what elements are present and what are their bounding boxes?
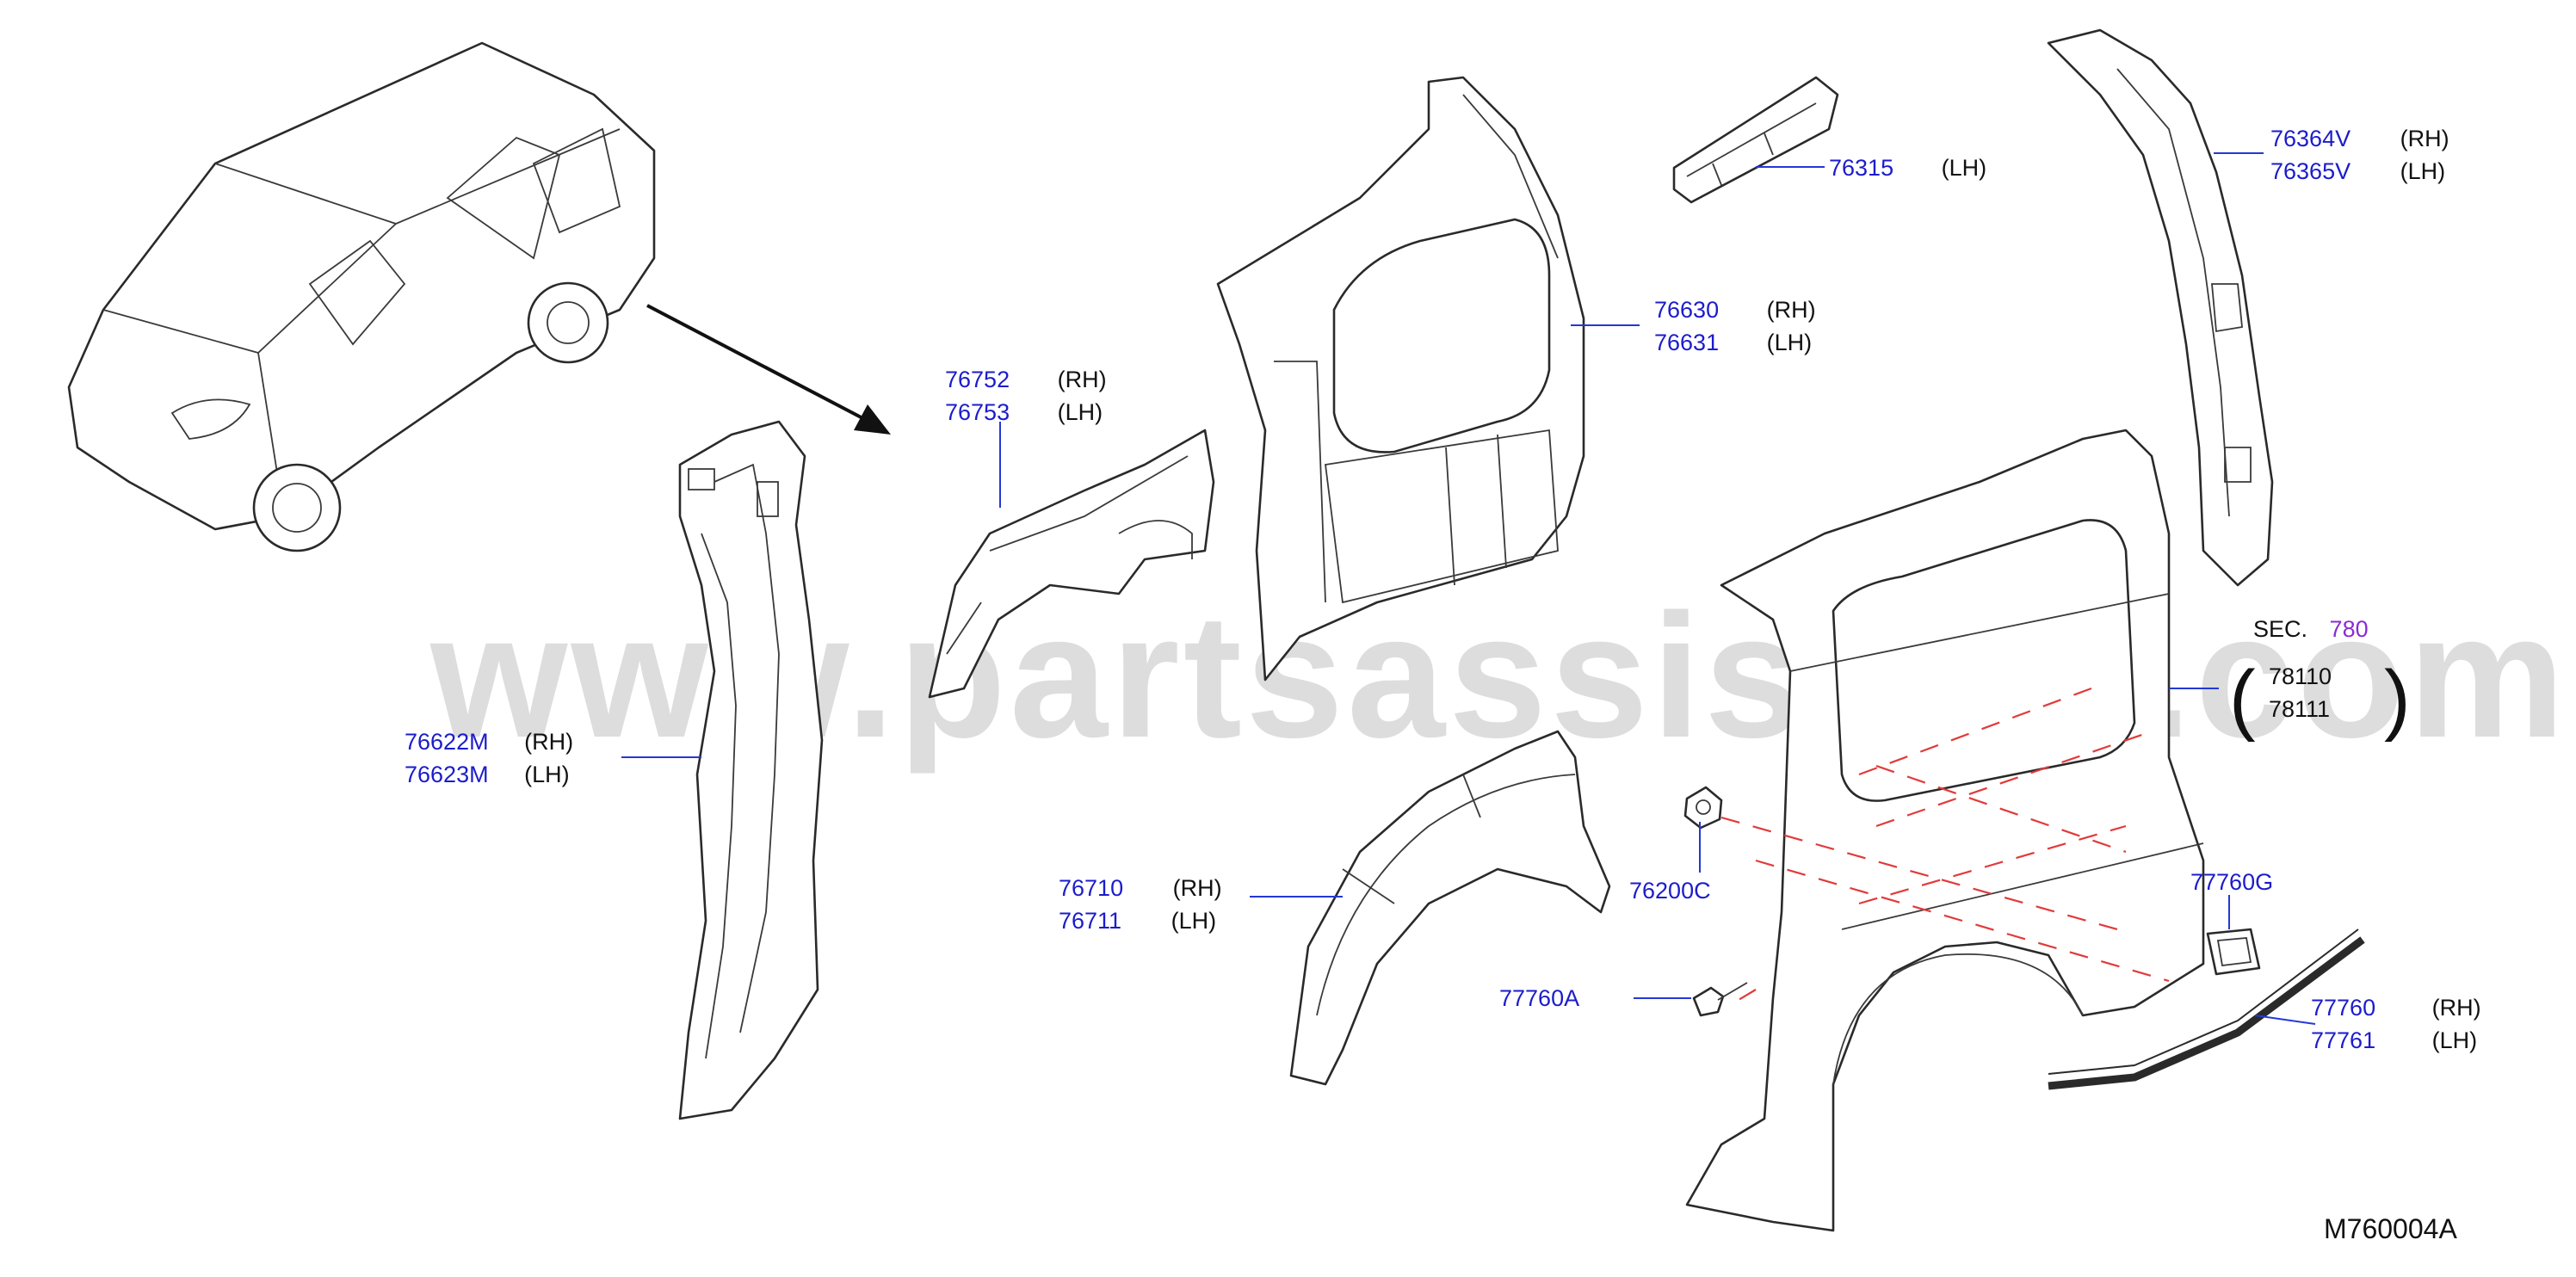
part-number[interactable]: 77760A	[1499, 985, 1580, 1011]
side-marker: (RH)	[2431, 995, 2481, 1021]
callout-76630: 76630 (RH)	[1654, 293, 1816, 326]
rear-pillar-76364V	[2047, 28, 2274, 587]
callout-76753: 76753 (LH)	[945, 396, 1103, 429]
callout-76711: 76711 (LH)	[1059, 904, 1216, 937]
rear-inner-panel-76752	[928, 429, 1215, 699]
side-marker: (LH)	[1941, 155, 1987, 181]
section-part-78111: 78111	[2269, 696, 2331, 722]
callout-76623M: 76623M (LH)	[405, 758, 570, 791]
part-number[interactable]: 77760	[2311, 995, 2376, 1021]
side-marker: (RH)	[2400, 126, 2449, 151]
part-number[interactable]: 77760G	[2190, 869, 2274, 895]
callout-77760A: 77760A	[1499, 982, 1579, 1015]
side-marker: (LH)	[524, 762, 570, 787]
nut-76200C	[1683, 786, 1723, 830]
callout-77760G: 77760G	[2190, 866, 2273, 898]
screw-77760A	[1692, 982, 1748, 1017]
part-number[interactable]: 76711	[1059, 908, 1122, 934]
callout-76710: 76710 (RH)	[1059, 872, 1222, 904]
side-marker: (LH)	[1057, 399, 1103, 425]
side-panel-inner-76630	[1216, 76, 1585, 682]
side-marker: (RH)	[524, 729, 574, 755]
section-part-78110: 78110	[2269, 663, 2332, 689]
callout-76365V: 76365V (LH)	[2270, 155, 2445, 188]
part-number[interactable]: 76630	[1654, 297, 1720, 323]
side-marker: (LH)	[1766, 330, 1813, 355]
bracket-open: (	[2229, 655, 2256, 743]
side-marker: (RH)	[1766, 297, 1816, 323]
part-number[interactable]: 76200C	[1629, 878, 1711, 904]
section-cut-lines	[1720, 687, 2170, 1006]
bracket-close: )	[2384, 655, 2411, 743]
section-reference: SEC. 780	[2253, 613, 2369, 645]
side-marker: (LH)	[2431, 1027, 2478, 1053]
side-marker: (LH)	[1171, 908, 1217, 934]
diagram-code: M760004A	[2324, 1213, 2457, 1244]
callout-76200C: 76200C	[1629, 874, 1711, 907]
part-number[interactable]: 76752	[945, 367, 1010, 392]
pointer-arrow	[646, 304, 891, 435]
part-number[interactable]: 76631	[1654, 330, 1720, 355]
callout-76364V: 76364V (RH)	[2270, 122, 2449, 155]
side-marker: (RH)	[1057, 367, 1107, 392]
part-number[interactable]: 76623M	[405, 762, 489, 787]
callout-76622M: 76622M (RH)	[405, 725, 573, 758]
callout-77761: 77761 (LH)	[2311, 1024, 2477, 1057]
part-number[interactable]: 76622M	[405, 729, 489, 755]
part-number[interactable]: 76365V	[2270, 158, 2351, 184]
callout-77760: 77760 (RH)	[2311, 991, 2481, 1024]
part-number[interactable]: 77761	[2311, 1027, 2376, 1053]
bracket-76315	[1672, 76, 1839, 204]
sill-moulding-77760	[2048, 928, 2365, 1090]
leader-lines	[621, 152, 2316, 1025]
section-prefix: SEC.	[2253, 616, 2308, 642]
section-number[interactable]: 780	[2329, 616, 2369, 642]
wheel-arch-76710	[1289, 730, 1611, 1086]
part-number[interactable]: 76364V	[2270, 126, 2351, 151]
callout-76752: 76752 (RH)	[945, 363, 1107, 396]
part-number[interactable]: 76315	[1829, 155, 1894, 181]
side-marker: (LH)	[2400, 158, 2446, 184]
van-overview-illustration	[67, 41, 656, 552]
inner-pillar-76622M	[678, 420, 824, 1120]
part-number[interactable]: 76710	[1059, 875, 1124, 901]
callout-76631: 76631 (LH)	[1654, 326, 1812, 359]
callout-76315: 76315 (LH)	[1829, 151, 1986, 184]
outer-side-panel-78110	[1685, 429, 2205, 1232]
grommet-77760G	[2206, 928, 2261, 976]
part-number[interactable]: 76753	[945, 399, 1010, 425]
side-marker: (RH)	[1172, 875, 1222, 901]
